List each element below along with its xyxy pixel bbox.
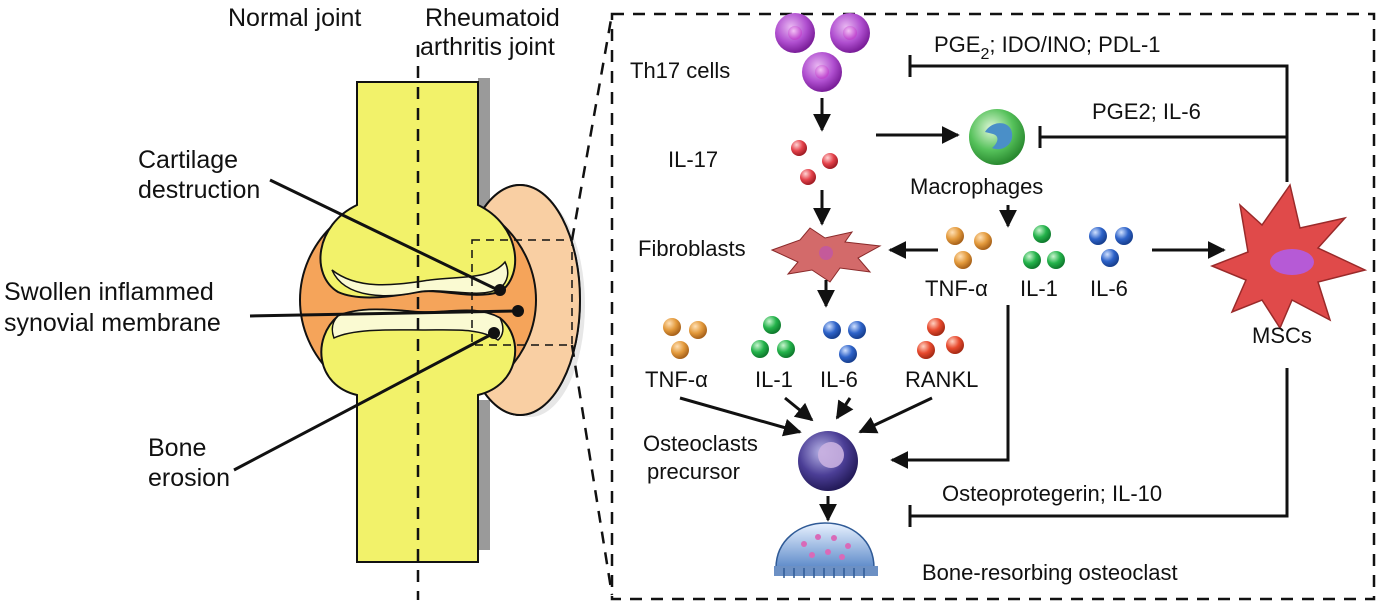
- msc-cell: [1209, 183, 1368, 330]
- bone-erosion-callout-line2: erosion: [148, 464, 230, 492]
- inset-region-box: [471, 239, 573, 346]
- osteoclast-precursor-cell: [798, 431, 858, 491]
- macrophages-label: Macrophages: [910, 174, 1043, 199]
- il6-cluster-right: [1089, 227, 1133, 267]
- inhibition-lines: [908, 55, 1289, 527]
- il6-label-right: IL-6: [1090, 276, 1128, 301]
- inhibition-label-bottom: Osteoprotegerin; IL-10: [942, 481, 1162, 506]
- il17-cytokines: [791, 140, 838, 185]
- cartilage-pointer: [269, 178, 499, 292]
- il1-label-right: IL-1: [1020, 276, 1058, 301]
- bone-erosion-pointer: [233, 331, 495, 472]
- zoom-line-top: [570, 13, 614, 241]
- tnf-alpha-cluster-right: [946, 227, 992, 269]
- swollen-callout-line1: Swollen inflammed: [4, 278, 214, 306]
- rankl-cluster: [917, 318, 964, 359]
- joint-illustration: [299, 45, 585, 600]
- normal-joint-header: Normal joint: [228, 4, 361, 32]
- inhibition-label-top: PGE2; IDO/INO; PDL-1: [934, 32, 1161, 63]
- ra-joint-header-line2: arthritis joint: [420, 33, 555, 61]
- bone-resorbing-osteoclast-cell: [774, 522, 878, 578]
- msc-label: MSCs: [1252, 323, 1312, 348]
- th17-label: Th17 cells: [630, 58, 730, 83]
- activation-arrows: [679, 98, 1226, 522]
- inhibition-label-middle: PGE2; IL-6: [1092, 99, 1201, 124]
- osteoclast-precursor-label-line1: Osteoclasts: [643, 431, 758, 456]
- mechanism-panel-border: [610, 12, 1376, 601]
- th17-cells: [775, 13, 870, 92]
- fibroblasts-label: Fibroblasts: [638, 236, 746, 261]
- cartilage-callout-line1: Cartilage: [138, 146, 238, 174]
- il1-cluster-left: [751, 316, 795, 358]
- il1-cluster-right: [1023, 225, 1065, 269]
- macrophage-cell: [969, 109, 1025, 165]
- bone-erosion-callout-line1: Bone: [148, 434, 206, 462]
- il6-cluster-left: [823, 321, 866, 363]
- rankl-label: RANKL: [905, 367, 978, 392]
- swollen-pointer: [249, 309, 519, 318]
- bone-resorbing-osteoclast-label: Bone-resorbing osteoclast: [922, 560, 1178, 585]
- tnf-alpha-label-right: TNF-α: [925, 276, 988, 301]
- il17-label: IL-17: [668, 147, 718, 172]
- il6-label-left: IL-6: [820, 367, 858, 392]
- il1-label-left: IL-1: [755, 367, 793, 392]
- tnf-alpha-label-left: TNF-α: [645, 367, 708, 392]
- swollen-callout-line2: synovial membrane: [4, 309, 221, 337]
- fibroblast-cell: [770, 227, 882, 283]
- ra-joint-header-line1: Rheumatoid: [425, 4, 560, 32]
- zoom-line-bottom: [570, 344, 614, 596]
- cartilage-callout-line2: destruction: [138, 176, 260, 204]
- osteoclast-precursor-label-line2: precursor: [647, 459, 740, 484]
- tnf-alpha-cluster-left: [663, 318, 707, 359]
